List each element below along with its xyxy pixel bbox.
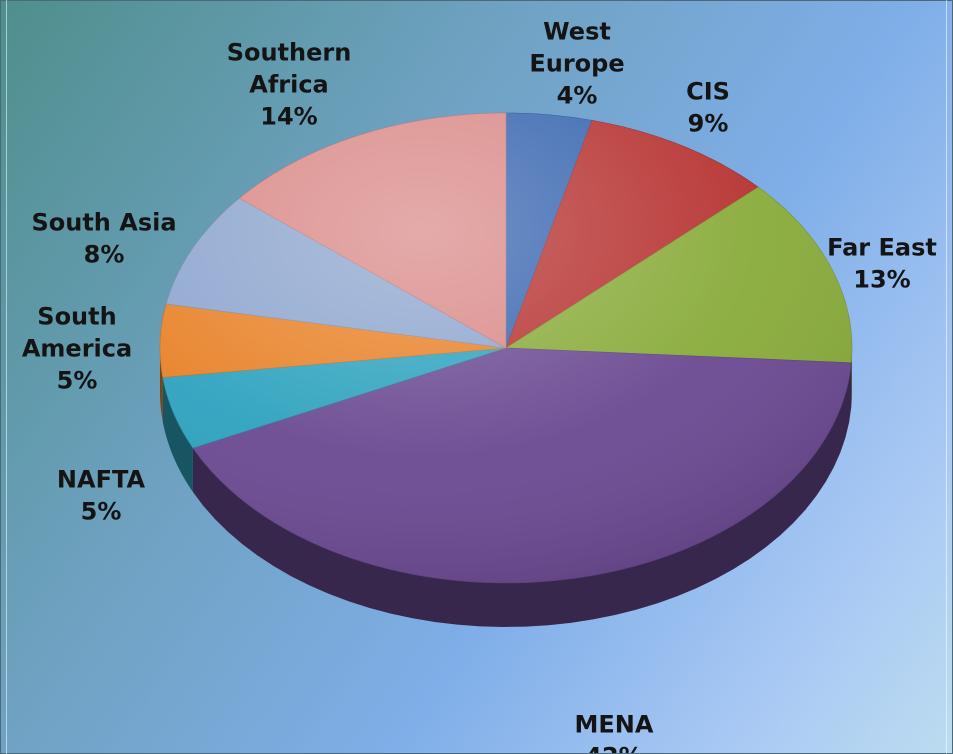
label-line-nafta-1: 5% — [81, 498, 122, 526]
label-far-east: Far East 13% — [827, 234, 937, 294]
label-line-cis-1: 9% — [688, 110, 729, 138]
label-line-cis-0: CIS — [686, 78, 730, 106]
label-nafta: NAFTA 5% — [57, 466, 146, 526]
label-cis: CIS 9% — [686, 78, 730, 138]
label-line-mena-0: MENA — [575, 711, 654, 739]
label-line-west-europe-2: 4% — [557, 82, 598, 110]
label-line-south-america-0: South — [37, 303, 116, 331]
label-line-southern-africa-0: Southern — [227, 39, 352, 67]
label-line-far-east-1: 13% — [853, 266, 910, 294]
label-line-south-america-2: 5% — [57, 367, 98, 395]
label-line-southern-africa-2: 14% — [260, 103, 317, 131]
label-line-southern-africa-1: Africa — [249, 71, 329, 99]
label-south-asia: South Asia 8% — [31, 209, 176, 269]
pie-tops — [159, 112, 853, 584]
label-line-mena-1: 42% — [585, 743, 642, 754]
label-line-far-east-0: Far East — [827, 234, 937, 262]
label-line-nafta-0: NAFTA — [57, 466, 146, 494]
label-line-west-europe-1: Europe — [529, 50, 624, 78]
label-line-south-america-1: America — [22, 335, 132, 363]
label-line-south-asia-0: South Asia — [31, 209, 176, 237]
label-line-south-asia-1: 8% — [84, 241, 125, 269]
label-mena: MENA 42% — [575, 711, 654, 754]
label-line-west-europe-0: West — [543, 18, 611, 46]
